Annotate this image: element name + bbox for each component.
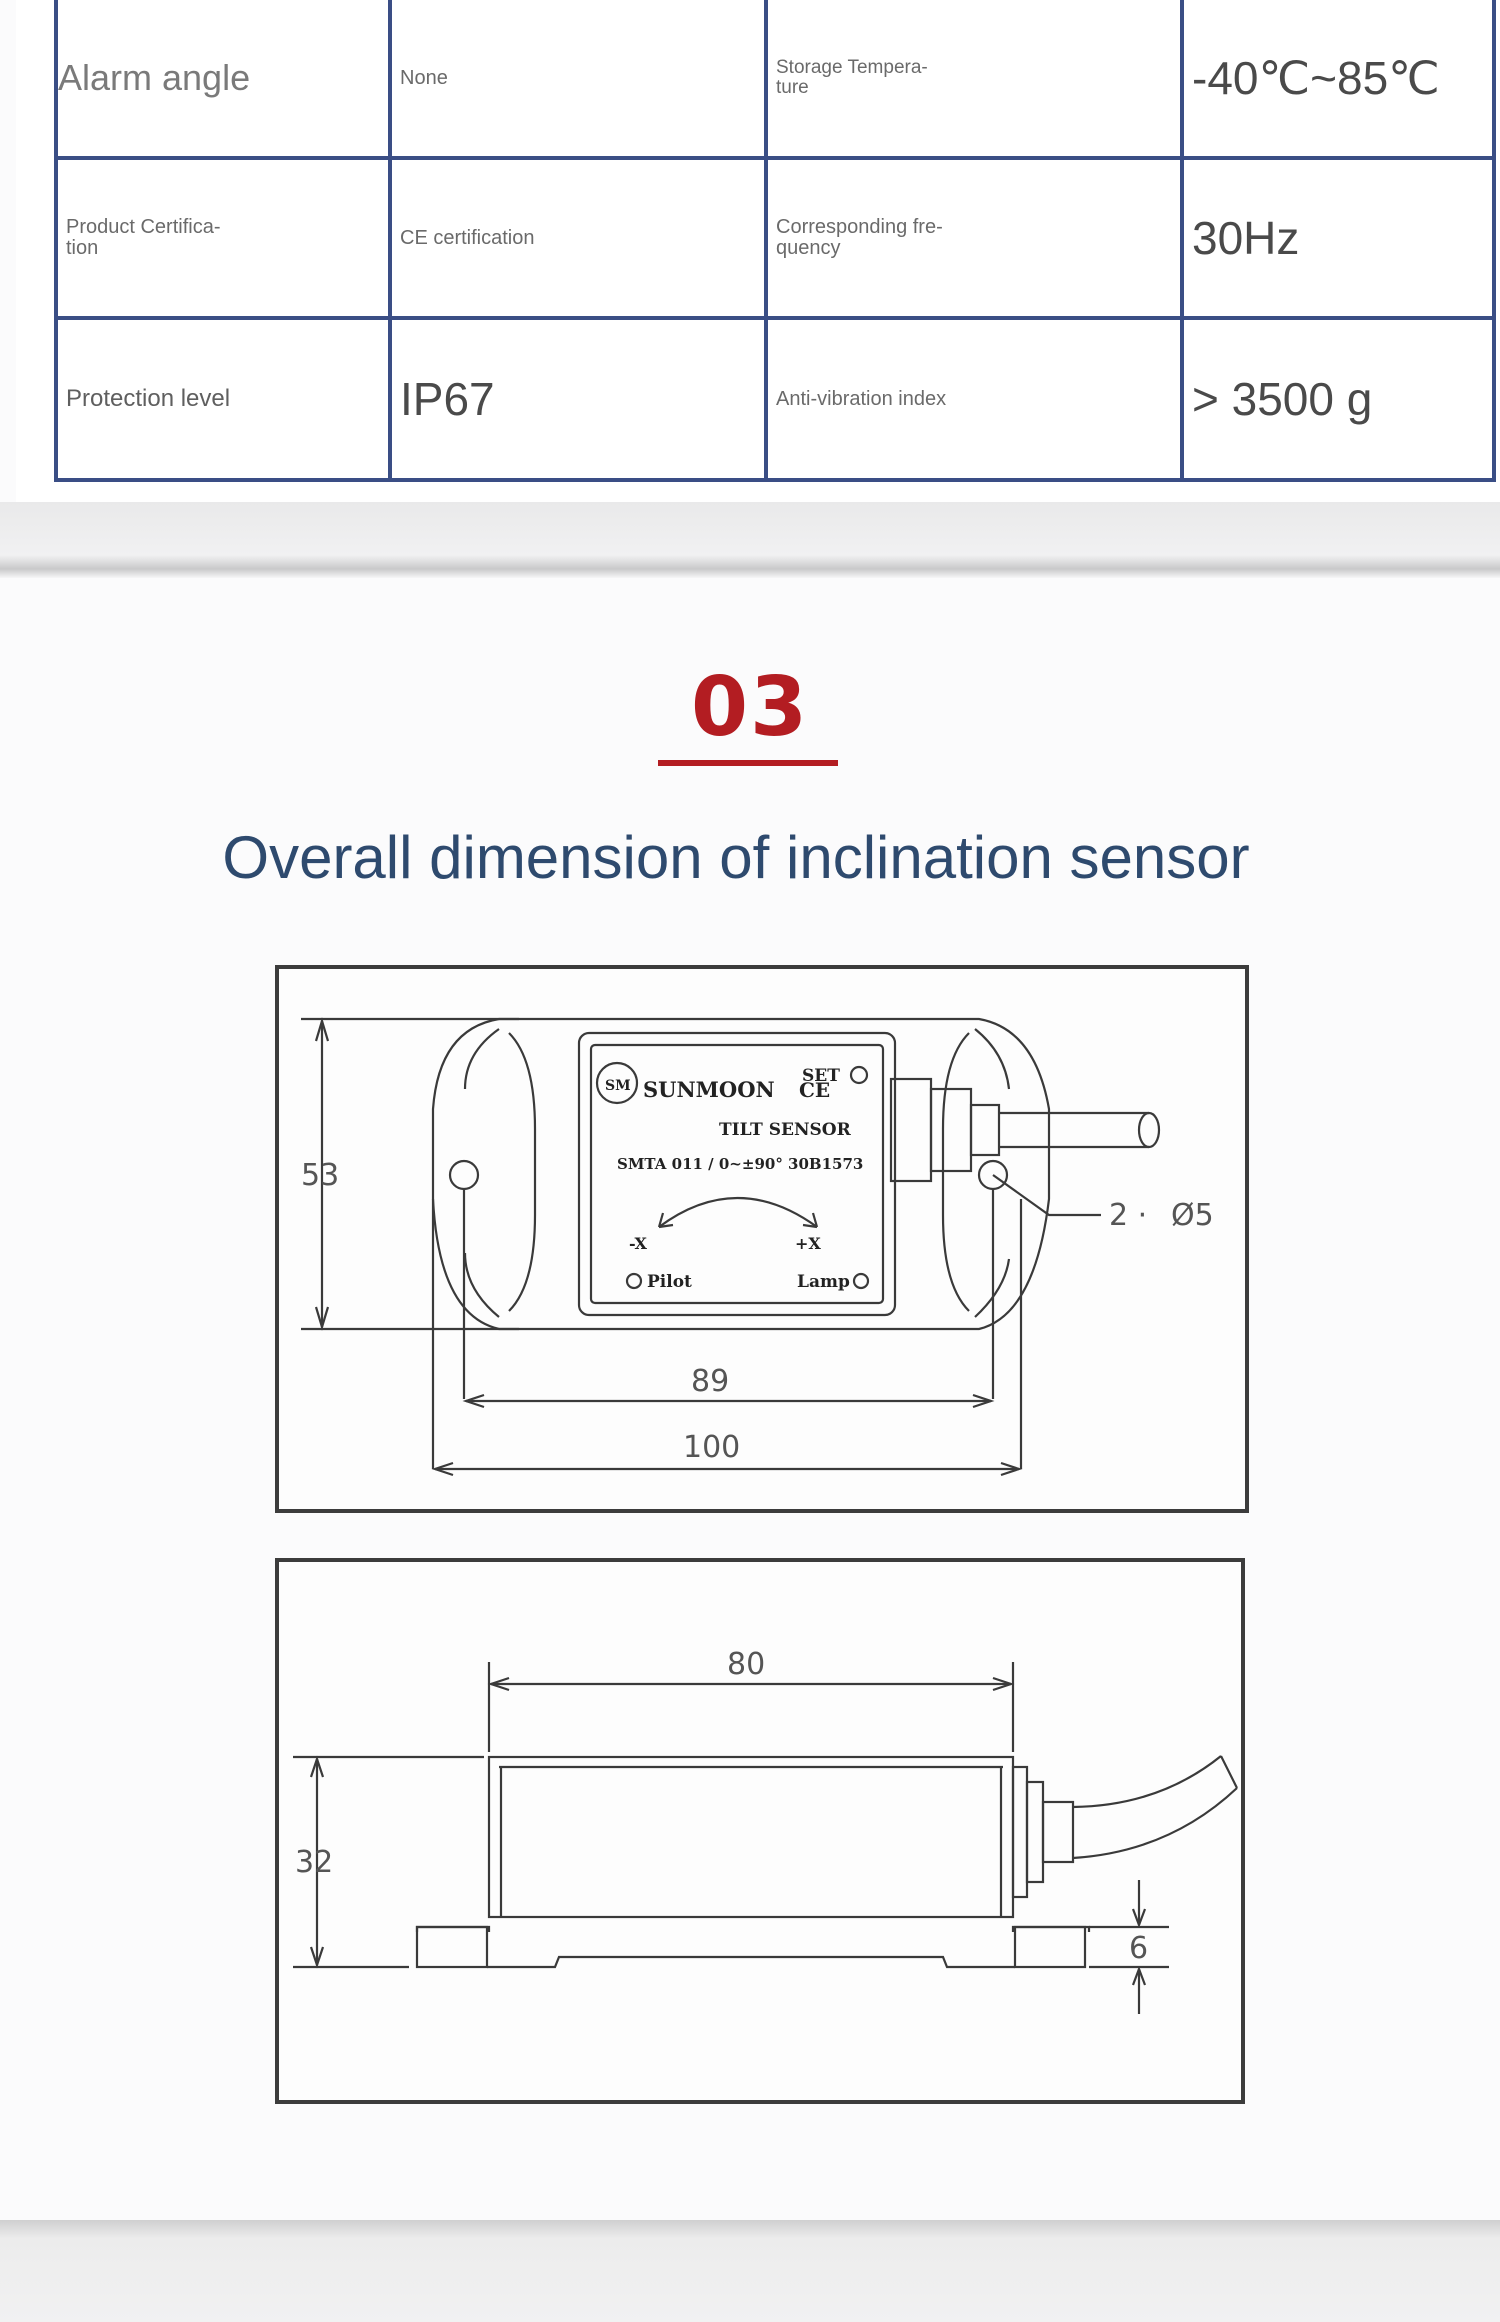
spec-label: Corresponding fre- quency — [764, 156, 1184, 320]
model-text: SMTA 011 / 0~±90° 30B1573 — [617, 1155, 863, 1173]
dim-length-label: 80 — [727, 1647, 765, 1682]
lamp-text: Lamp — [797, 1272, 850, 1292]
minus-x-text: -X — [629, 1234, 647, 1253]
spec-value: None — [388, 0, 768, 160]
hole-diameter-label: Ø5 — [1171, 1198, 1214, 1233]
spec-value: CE certification — [388, 156, 768, 320]
spec-value: 30Hz — [1180, 156, 1496, 320]
spec-label: Product Certifica- tion — [54, 156, 392, 320]
spec-value: IP67 — [388, 316, 768, 482]
dim-height-label: 53 — [301, 1158, 339, 1193]
top-view-drawing: 53 89 100 2 · Ø5 SM SUNMOON CE SET TILT … — [275, 965, 1249, 1513]
dim-hole-spacing-label: 89 — [691, 1364, 729, 1399]
dim-flange-label: 6 — [1129, 1931, 1148, 1966]
spec-table-card: Alarm angle None Storage Tempera- ture -… — [16, 0, 1500, 502]
section-number: 03 — [690, 660, 810, 755]
spec-label: Storage Tempera- ture — [764, 0, 1184, 160]
top-view-svg: 53 89 100 2 · Ø5 SM SUNMOON CE SET TILT … — [301, 1017, 1214, 1477]
card-shadow — [0, 502, 1500, 578]
brand-text: SUNMOON — [643, 1077, 775, 1102]
spec-value: -40℃~85℃ — [1180, 0, 1496, 160]
table-row: Product Certifica- tion CE certification… — [54, 156, 1496, 320]
set-text: SET — [802, 1066, 840, 1086]
product-text: TILT SENSOR — [719, 1120, 852, 1140]
spec-label: Protection level — [54, 316, 392, 482]
table-row: Protection level IP67 Anti-vibration ind… — [54, 316, 1496, 482]
plus-x-text: +X — [795, 1234, 821, 1253]
table-row: Alarm angle None Storage Tempera- ture -… — [54, 0, 1496, 160]
spec-table: Alarm angle None Storage Tempera- ture -… — [54, 0, 1496, 482]
pilot-text: Pilot — [647, 1272, 692, 1292]
side-view-svg: 80 32 6 — [293, 1647, 1238, 2014]
hole-callout-label: 2 · — [1109, 1198, 1147, 1233]
section-divider — [658, 760, 838, 766]
dim-width-label: 100 — [683, 1430, 740, 1465]
spec-label: Alarm angle — [54, 0, 392, 160]
spec-value: > 3500 g — [1180, 316, 1496, 482]
ce-mark: CE — [799, 1078, 830, 1102]
bottom-band — [0, 2220, 1500, 2322]
section-title: Overall dimension of inclination sensor — [222, 824, 1250, 891]
side-view-drawing: 80 32 6 — [275, 1558, 1245, 2104]
brand-badge-text: SM — [605, 1078, 631, 1094]
spec-label: Anti-vibration index — [764, 316, 1184, 482]
dim-side-height-label: 32 — [295, 1845, 333, 1880]
